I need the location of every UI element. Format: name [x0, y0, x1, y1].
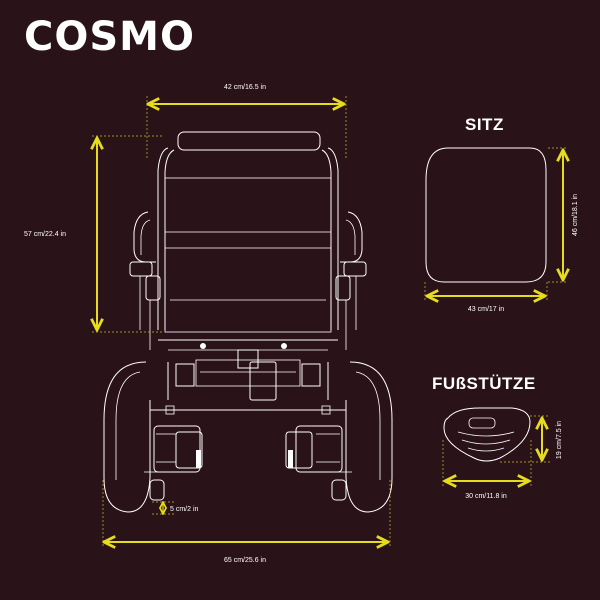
- seat-drawing: 46 cm/18.1 in 43 cm/17 in: [424, 147, 579, 313]
- product-title: COSMO: [24, 14, 195, 60]
- chair-height-label: 57 cm/22.4 in: [24, 231, 66, 238]
- footrest-drawing: 19 cm/7.5 in 30 cm/11.8 in: [442, 407, 563, 500]
- footrest-section-label: FUßSTÜTZE: [432, 374, 536, 393]
- ground-clearance-label: 5 cm/2 in: [170, 506, 199, 513]
- seat-width-label: 43 cm/17 in: [468, 306, 504, 313]
- seat-section-label: SITZ: [465, 115, 504, 134]
- wheelchair-drawing: [103, 131, 393, 513]
- chair-dimensions: 42 cm/16.5 in 57 cm/22.4 in 5 cm/2 in 65…: [24, 84, 391, 564]
- footrest-height-label: 19 cm/7.5 in: [556, 421, 563, 459]
- overall-width-label: 65 cm/25.6 in: [224, 557, 266, 564]
- seat-depth-label: 46 cm/18.1 in: [572, 194, 579, 236]
- footrest-width-label: 30 cm/11.8 in: [465, 493, 507, 500]
- chair-width-label: 42 cm/16.5 in: [224, 84, 266, 91]
